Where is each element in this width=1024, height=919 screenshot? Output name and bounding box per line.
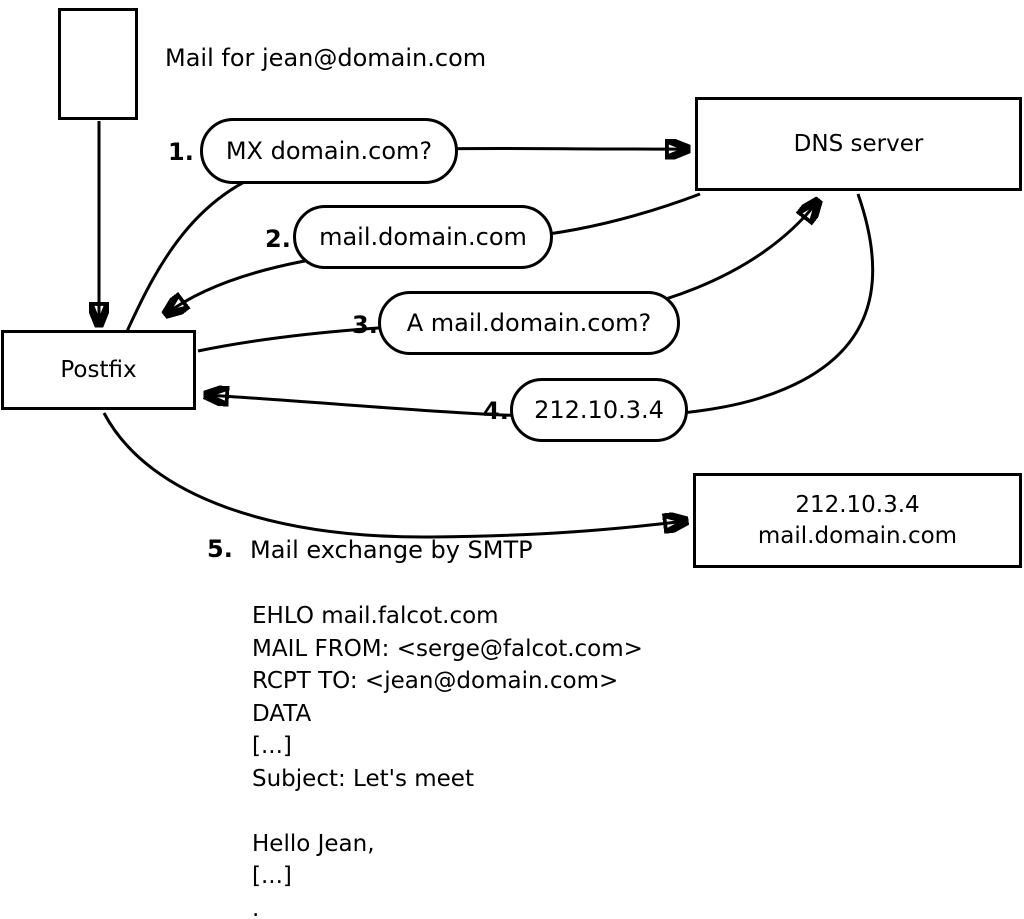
mail-server-ip: 212.10.3.4: [795, 491, 920, 518]
smtp-line: Subject: Let's meet: [252, 765, 474, 792]
smtp-dialog: EHLO mail.falcot.com MAIL FROM: <serge@f…: [252, 600, 643, 919]
step-4-label: 212.10.3.4: [534, 396, 664, 424]
step-2-label: mail.domain.com: [319, 223, 527, 251]
mail-server-box: 212.10.3.4 mail.domain.com: [693, 473, 1022, 568]
arrow-smtp-exchange-icon: [102, 412, 686, 539]
mail-message-box: [58, 8, 138, 120]
smtp-line: .: [252, 895, 260, 919]
arrow-a-reply-icon: [206, 193, 875, 419]
smtp-line: [...]: [252, 863, 292, 889]
step-2-number: 2.: [265, 225, 291, 253]
dns-server-box: DNS server: [695, 97, 1022, 191]
postfix-box: Postfix: [1, 330, 196, 410]
step-4-number: 4.: [483, 397, 509, 425]
step-1-label: MX domain.com?: [225, 137, 433, 165]
mail-note: Mail for jean@domain.com: [165, 44, 487, 72]
smtp-line: [...]: [252, 733, 292, 759]
smtp-line: [252, 795, 643, 828]
step-1-number: 1.: [168, 138, 194, 166]
step-3-pill: A mail.domain.com?: [378, 291, 680, 355]
smtp-line: MAIL FROM: <serge@falcot.com>: [252, 635, 643, 662]
postfix-label: Postfix: [60, 357, 137, 383]
step-2-pill: mail.domain.com: [293, 205, 553, 269]
dns-server-label: DNS server: [793, 131, 924, 157]
smtp-line: EHLO mail.falcot.com: [252, 603, 499, 629]
step-5-number: 5.: [207, 535, 233, 563]
mail-server-host: mail.domain.com: [757, 522, 958, 549]
step-4-pill: 212.10.3.4: [510, 378, 688, 442]
step-5-label: Mail exchange by SMTP: [250, 536, 533, 564]
smtp-line: RCPT TO: <jean@domain.com>: [252, 668, 619, 694]
step-1-pill: MX domain.com?: [200, 118, 458, 184]
step-3-label: A mail.domain.com?: [406, 309, 652, 337]
smtp-line: DATA: [252, 700, 312, 727]
step-3-number: 3.: [352, 311, 378, 339]
smtp-line: Hello Jean,: [252, 830, 375, 857]
